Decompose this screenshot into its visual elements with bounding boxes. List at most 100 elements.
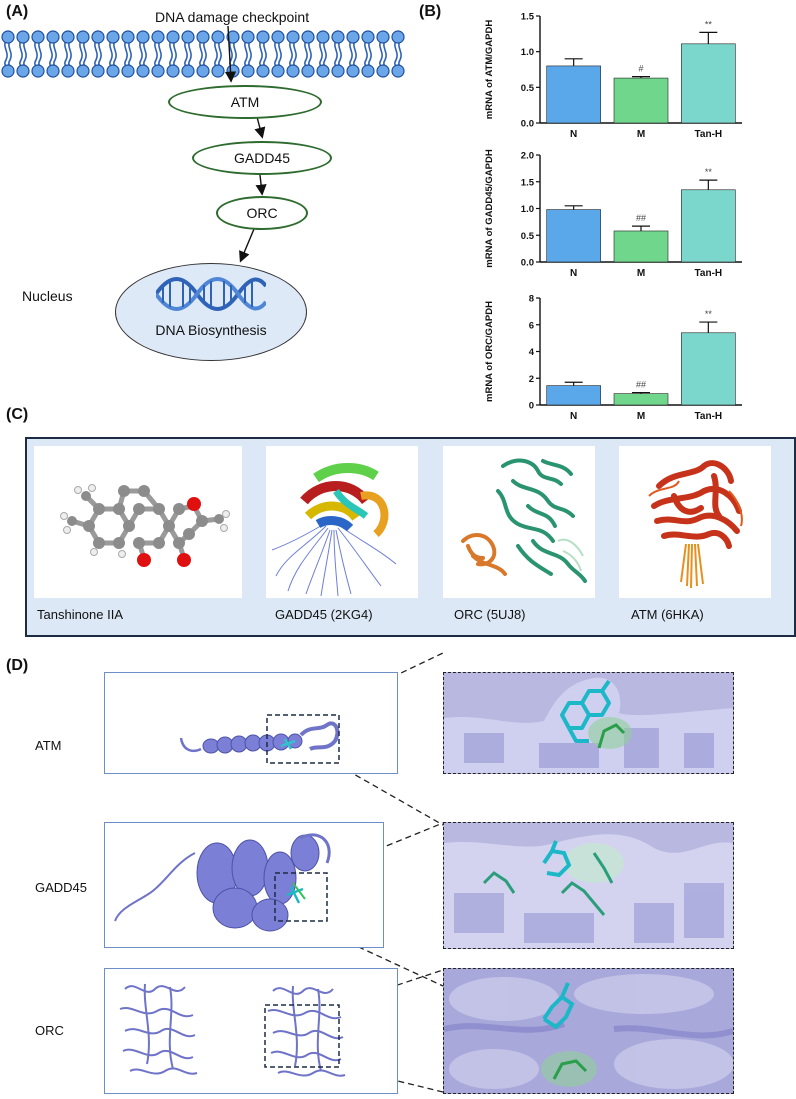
y-tick-label: 0 <box>529 401 534 412</box>
x-category-label: N <box>570 268 577 279</box>
x-category-label: Tan-H <box>695 129 723 140</box>
bar <box>613 230 669 263</box>
docking-label-atm: ATM <box>35 738 62 753</box>
atm-node: ATM <box>168 85 322 119</box>
gadd45-node-label: GADD45 <box>233 150 291 166</box>
bar <box>546 385 601 406</box>
lipid-pair <box>76 30 90 78</box>
arrow-orc-nucleus <box>239 228 255 263</box>
bar <box>613 393 669 406</box>
atm-protein-cartoon <box>179 714 340 764</box>
lipid-pair <box>196 30 210 78</box>
gadd45-structure-card <box>266 446 418 598</box>
lipid-pair <box>61 30 75 78</box>
lipid-pair <box>361 30 375 78</box>
atm-binding-site-image <box>444 677 733 773</box>
panel-label-d: (D) <box>6 657 29 674</box>
docking-label-gadd45: GADD45 <box>35 880 88 895</box>
orc-structure-label: ORC (5UJ8) <box>454 607 526 622</box>
lipid-pair <box>286 30 300 78</box>
lipid-pair <box>106 30 120 78</box>
lipid-pair <box>1 30 15 78</box>
nucleus-label: Nucleus <box>22 288 73 304</box>
y-tick-label: 1.0 <box>521 47 534 58</box>
y-tick-label: 6 <box>529 320 534 331</box>
arrow-checkpoint-atm <box>224 25 237 83</box>
gadd45-docking-overview <box>104 822 384 948</box>
lipid-pair <box>46 30 60 78</box>
significance-mark: ## <box>636 380 646 390</box>
dna-helix-icon <box>156 277 266 311</box>
lipid-pair <box>301 30 315 78</box>
lipid-pair <box>31 30 45 78</box>
y-axis-label: mRNA of ORC/GAPDH <box>484 301 495 402</box>
panel-label-b: (B) <box>419 3 442 20</box>
lipid-pair <box>316 30 330 78</box>
y-tick-label: 0.5 <box>521 231 535 242</box>
x-category-label: M <box>637 411 645 422</box>
bar <box>613 77 669 124</box>
lipid-pair <box>166 30 180 78</box>
atm-docking-overview <box>104 672 398 774</box>
checkpoint-label: DNA damage checkpoint <box>155 9 310 25</box>
nucleus-shape: DNA Biosynthesis <box>115 263 307 361</box>
arrow-atm-gadd45 <box>254 116 266 139</box>
atm-structure-label: ATM (6HKA) <box>631 607 704 622</box>
y-tick-label: 0.0 <box>521 258 534 269</box>
significance-mark: ## <box>636 213 646 223</box>
docking-label-orc: ORC <box>35 1023 64 1038</box>
arrow-gadd45-orc <box>255 174 267 196</box>
orc-node-label: ORC <box>246 205 278 221</box>
tanshinone-structure-card <box>34 446 242 598</box>
gadd45-structure-label: GADD45 (2KG4) <box>275 607 373 622</box>
y-tick-label: 4 <box>529 347 535 358</box>
bar <box>681 43 736 124</box>
lipid-pair <box>391 30 405 78</box>
lipid-pair <box>271 30 285 78</box>
y-tick-label: 1.5 <box>521 12 535 23</box>
atm-structure-card <box>619 446 771 598</box>
orc-docking-zoom <box>443 968 734 1094</box>
x-category-label: M <box>637 268 645 279</box>
y-tick-label: 0.5 <box>521 83 535 94</box>
tanshinone-molecule-image <box>60 484 230 567</box>
y-tick-label: 2 <box>529 374 534 385</box>
orc-node: ORC <box>216 196 308 230</box>
y-tick-label: 0.0 <box>521 119 534 130</box>
y-axis-label: mRNA of ATM/GAPDH <box>484 20 495 120</box>
pathway-diagram: DNA damage checkpoint ATM GADD45 ORC <box>0 0 410 400</box>
bar <box>546 65 601 124</box>
bar <box>681 189 736 263</box>
bar <box>546 209 601 263</box>
atm-node-label: ATM <box>230 94 260 110</box>
significance-mark: ** <box>705 167 713 177</box>
cell-membrane <box>1 30 405 78</box>
biosynthesis-label: DNA Biosynthesis <box>155 322 267 338</box>
lipid-pair <box>121 30 135 78</box>
bar <box>681 332 736 406</box>
panel-label-c: (C) <box>6 406 29 423</box>
significance-mark: ** <box>705 309 713 319</box>
orc-protein-cartoon <box>119 983 346 1077</box>
lipid-pair <box>376 30 390 78</box>
significance-mark: ** <box>705 19 713 29</box>
x-category-label: M <box>637 129 645 140</box>
lipid-pair <box>256 30 270 78</box>
lipid-pair <box>181 30 195 78</box>
gadd45-protein-image <box>271 463 397 597</box>
gadd45-docking-zoom <box>443 822 734 949</box>
lipid-pair <box>346 30 360 78</box>
orc-docking-overview <box>104 968 398 1094</box>
lipid-pair <box>151 30 165 78</box>
gadd45-protein-cartoon <box>114 833 331 932</box>
y-tick-label: 1.5 <box>521 177 535 188</box>
y-tick-label: 1.0 <box>521 204 534 215</box>
y-tick-label: 2.0 <box>521 151 534 162</box>
lipid-pair <box>91 30 105 78</box>
orc-protein-image <box>461 458 587 583</box>
structures-panel: Tanshinone IIA GADD45 (2KG4) <box>25 437 796 637</box>
orc-structure-card <box>443 446 595 598</box>
gadd45-node: GADD45 <box>192 141 332 175</box>
